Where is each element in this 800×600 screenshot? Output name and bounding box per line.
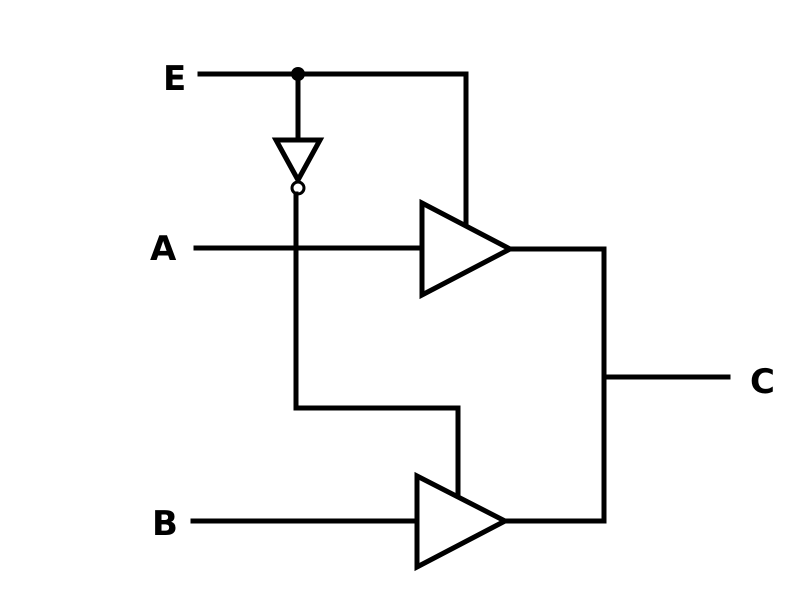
output-bus-wire: [502, 246, 607, 524]
label-b: B: [152, 504, 178, 544]
inverter-gate: [271, 137, 325, 186]
bottom-buffer-gate: [414, 471, 511, 572]
inverted-enable-wire: [293, 191, 461, 500]
label-a: A: [150, 229, 177, 269]
label-c: C: [750, 362, 775, 402]
label-e: E: [163, 59, 186, 99]
top-buffer-gate: [419, 198, 516, 300]
enable-wire: [197, 71, 469, 228]
junction-dot: [291, 67, 305, 81]
